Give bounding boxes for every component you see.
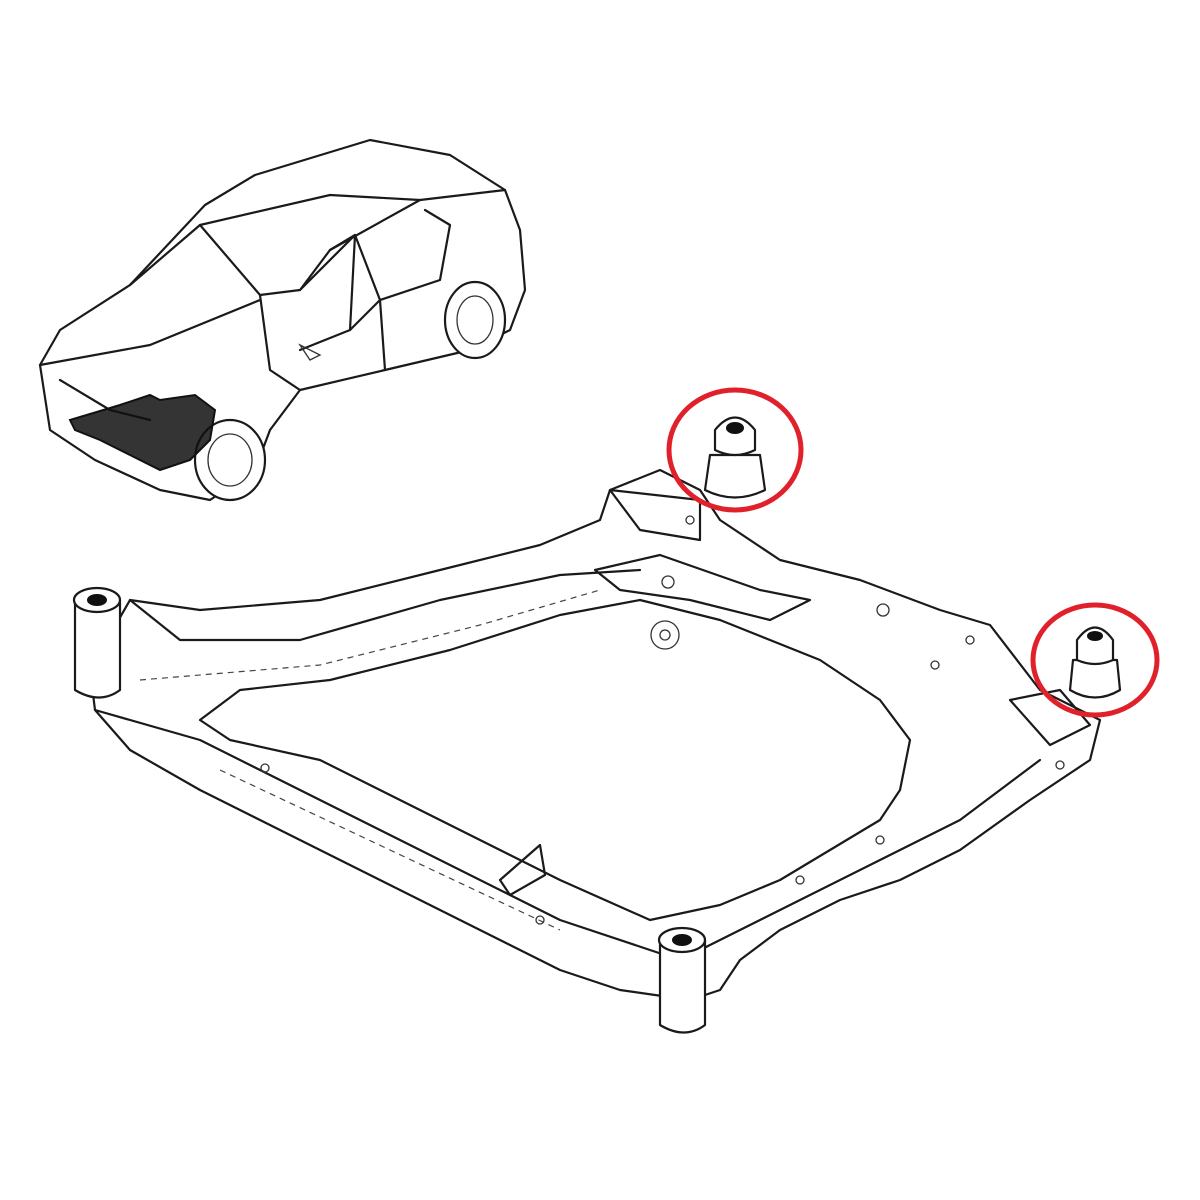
bushing-rear-right — [1068, 626, 1122, 699]
highlight-circle-rear-left-mount — [666, 387, 804, 513]
car-locator-illustration — [38, 138, 527, 502]
bushing-front-left — [72, 586, 122, 699]
highlight-circle-rear-right-mount — [1030, 602, 1160, 718]
subframe-location-mark — [68, 393, 217, 472]
bushing-front-right — [657, 926, 707, 1034]
front-subframe — [72, 416, 1122, 1034]
bushing-rear-left — [703, 416, 767, 499]
